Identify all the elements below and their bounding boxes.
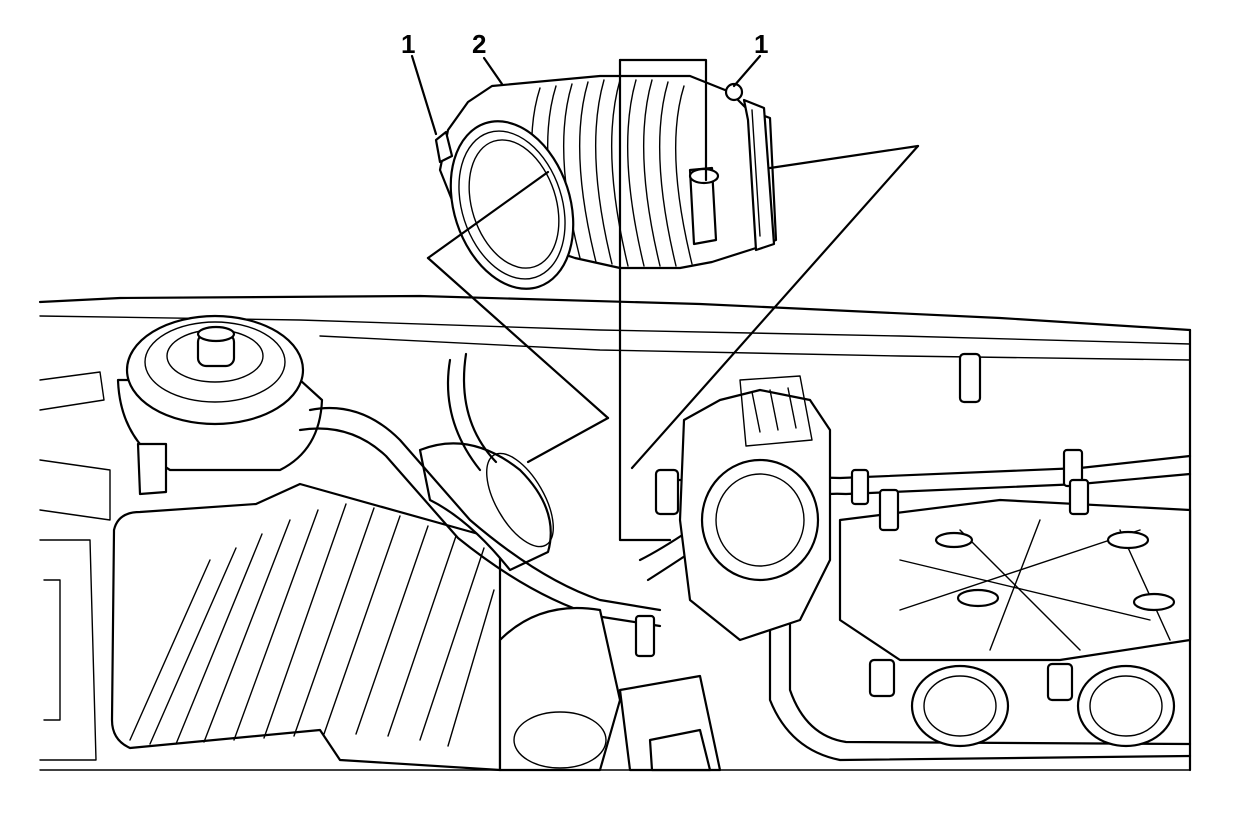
- strut-tower: [116, 314, 324, 496]
- air-intake-duct-detail: [434, 74, 778, 290]
- inset-leader-lines: [410, 54, 920, 542]
- intake-manifold: [838, 498, 1192, 662]
- hose-fittings: [634, 352, 1090, 658]
- callout-1-clamp-right: 1: [754, 29, 768, 59]
- installed-intake-duct: [418, 442, 554, 572]
- manifold-ports: [868, 658, 1176, 748]
- throttle-body: [678, 375, 832, 642]
- callout-leader-1b: [732, 54, 762, 88]
- callout-2-duct: 2: [472, 29, 486, 59]
- callout-leader-1a: [410, 54, 438, 136]
- callout-1-clamp-left: 1: [401, 29, 415, 59]
- lower-components: [39, 371, 1191, 772]
- engine-bay-view: [38, 294, 1192, 772]
- sensor-bracket-left: [618, 58, 672, 542]
- callout-leader-2: [482, 56, 504, 86]
- callouts: 1 2 1: [401, 29, 768, 59]
- sensor-bracket-top: [618, 58, 708, 182]
- air-cleaner-box: [110, 482, 502, 772]
